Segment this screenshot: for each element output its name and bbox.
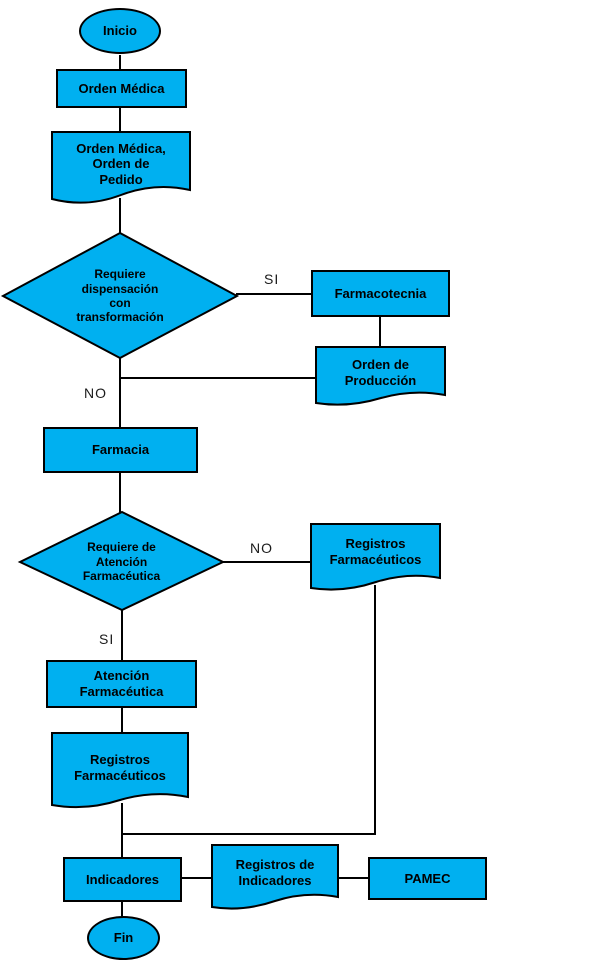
process-orden-medica: Orden Médica [56,69,187,108]
document-orden-produccion-shape [315,346,446,406]
process-pamec-label: PAMEC [404,870,451,886]
decision-requiere-dispensacion-shape [0,231,240,360]
document-orden-medica-pedido-shape [51,131,191,204]
edge-label-dispensacion-no: NO [84,385,107,401]
terminator-fin-label: Fin [113,930,134,946]
edge-label-dispensacion-si: SI [264,271,280,287]
terminator-inicio: Inicio [79,8,161,54]
terminator-fin: Fin [87,916,160,960]
process-indicadores-label: Indicadores [86,871,159,887]
document-registros-farmaceuticos-izquierda-shape [51,732,189,809]
process-farmacia: Farmacia [43,427,198,473]
document-registros-indicadores-shape [211,844,339,910]
process-atencion-farmaceutica: Atención Farmacéutica [46,660,197,708]
process-farmacotecnia: Farmacotecnia [311,270,450,317]
process-orden-medica-label: Orden Médica [78,80,165,96]
terminator-inicio-label: Inicio [103,23,137,39]
process-pamec: PAMEC [368,857,487,900]
document-registros-farmaceuticos-derecha-shape [310,523,441,591]
process-farmacotecnia-label: Farmacotecnia [334,285,427,301]
edge-label-atencion-si: SI [99,631,115,647]
process-farmacia-label: Farmacia [91,442,150,458]
edge-label-atencion-no: NO [250,540,273,556]
process-atencion-farmaceutica-label: Atención Farmacéutica [79,668,164,699]
process-indicadores: Indicadores [63,857,182,902]
decision-requiere-atencion-shape [17,510,226,612]
